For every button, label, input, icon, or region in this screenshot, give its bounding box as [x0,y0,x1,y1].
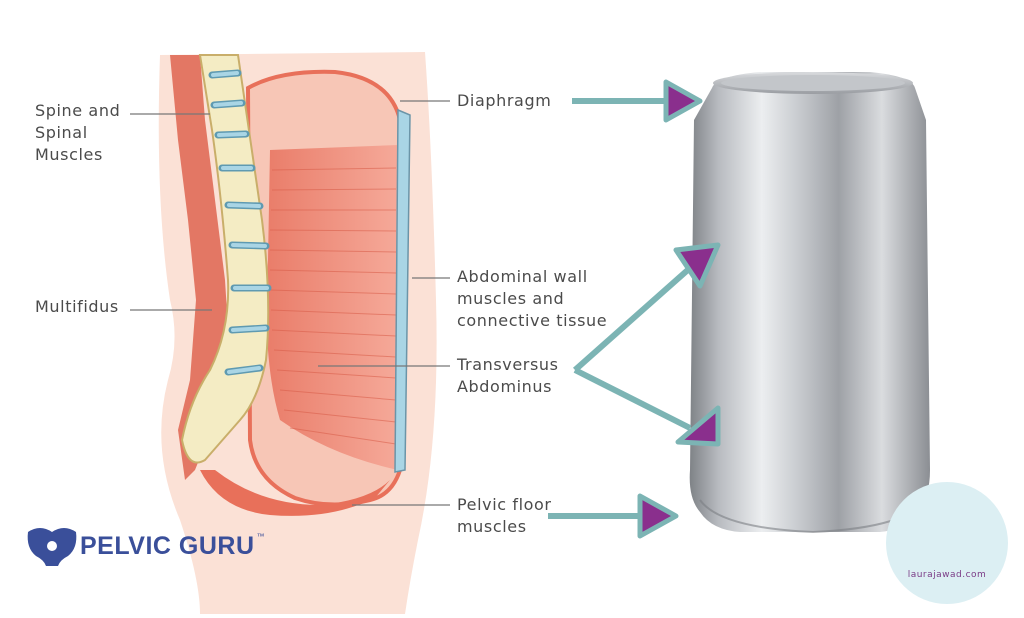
pelvic-floor-arrow [548,493,679,539]
soda-can [689,72,930,534]
label-diaphragm: Diaphragm [457,91,552,110]
watermark-text: laurajawad.com [907,570,987,580]
leader-lines [130,100,450,506]
brand-trademark: ™ [256,532,265,541]
transversus-arrow-upper [573,242,721,373]
watermark: laurajawad.com [886,482,1008,604]
pelvic-floor-muscle [200,470,390,516]
label-abdominal-wall: Abdominal wall muscles and connective ti… [457,267,608,330]
label-transversus: Transversus Abdominus [457,355,559,396]
brand-name: PELVIC GURU [80,532,255,560]
transversus-muscle [266,145,398,470]
label-pelvic-floor: Pelvic floor muscles [457,495,552,536]
pelvic-guru-logo-icon [27,528,77,566]
transversus-arrow-lower [573,367,721,447]
abdominal-wall [394,108,411,473]
label-spine: Spine and Spinal Muscles [35,101,121,164]
label-multifidus: Multifidus [35,297,119,316]
arrows [548,79,721,539]
spine [170,54,272,480]
diaphragm-arrow [572,79,703,123]
